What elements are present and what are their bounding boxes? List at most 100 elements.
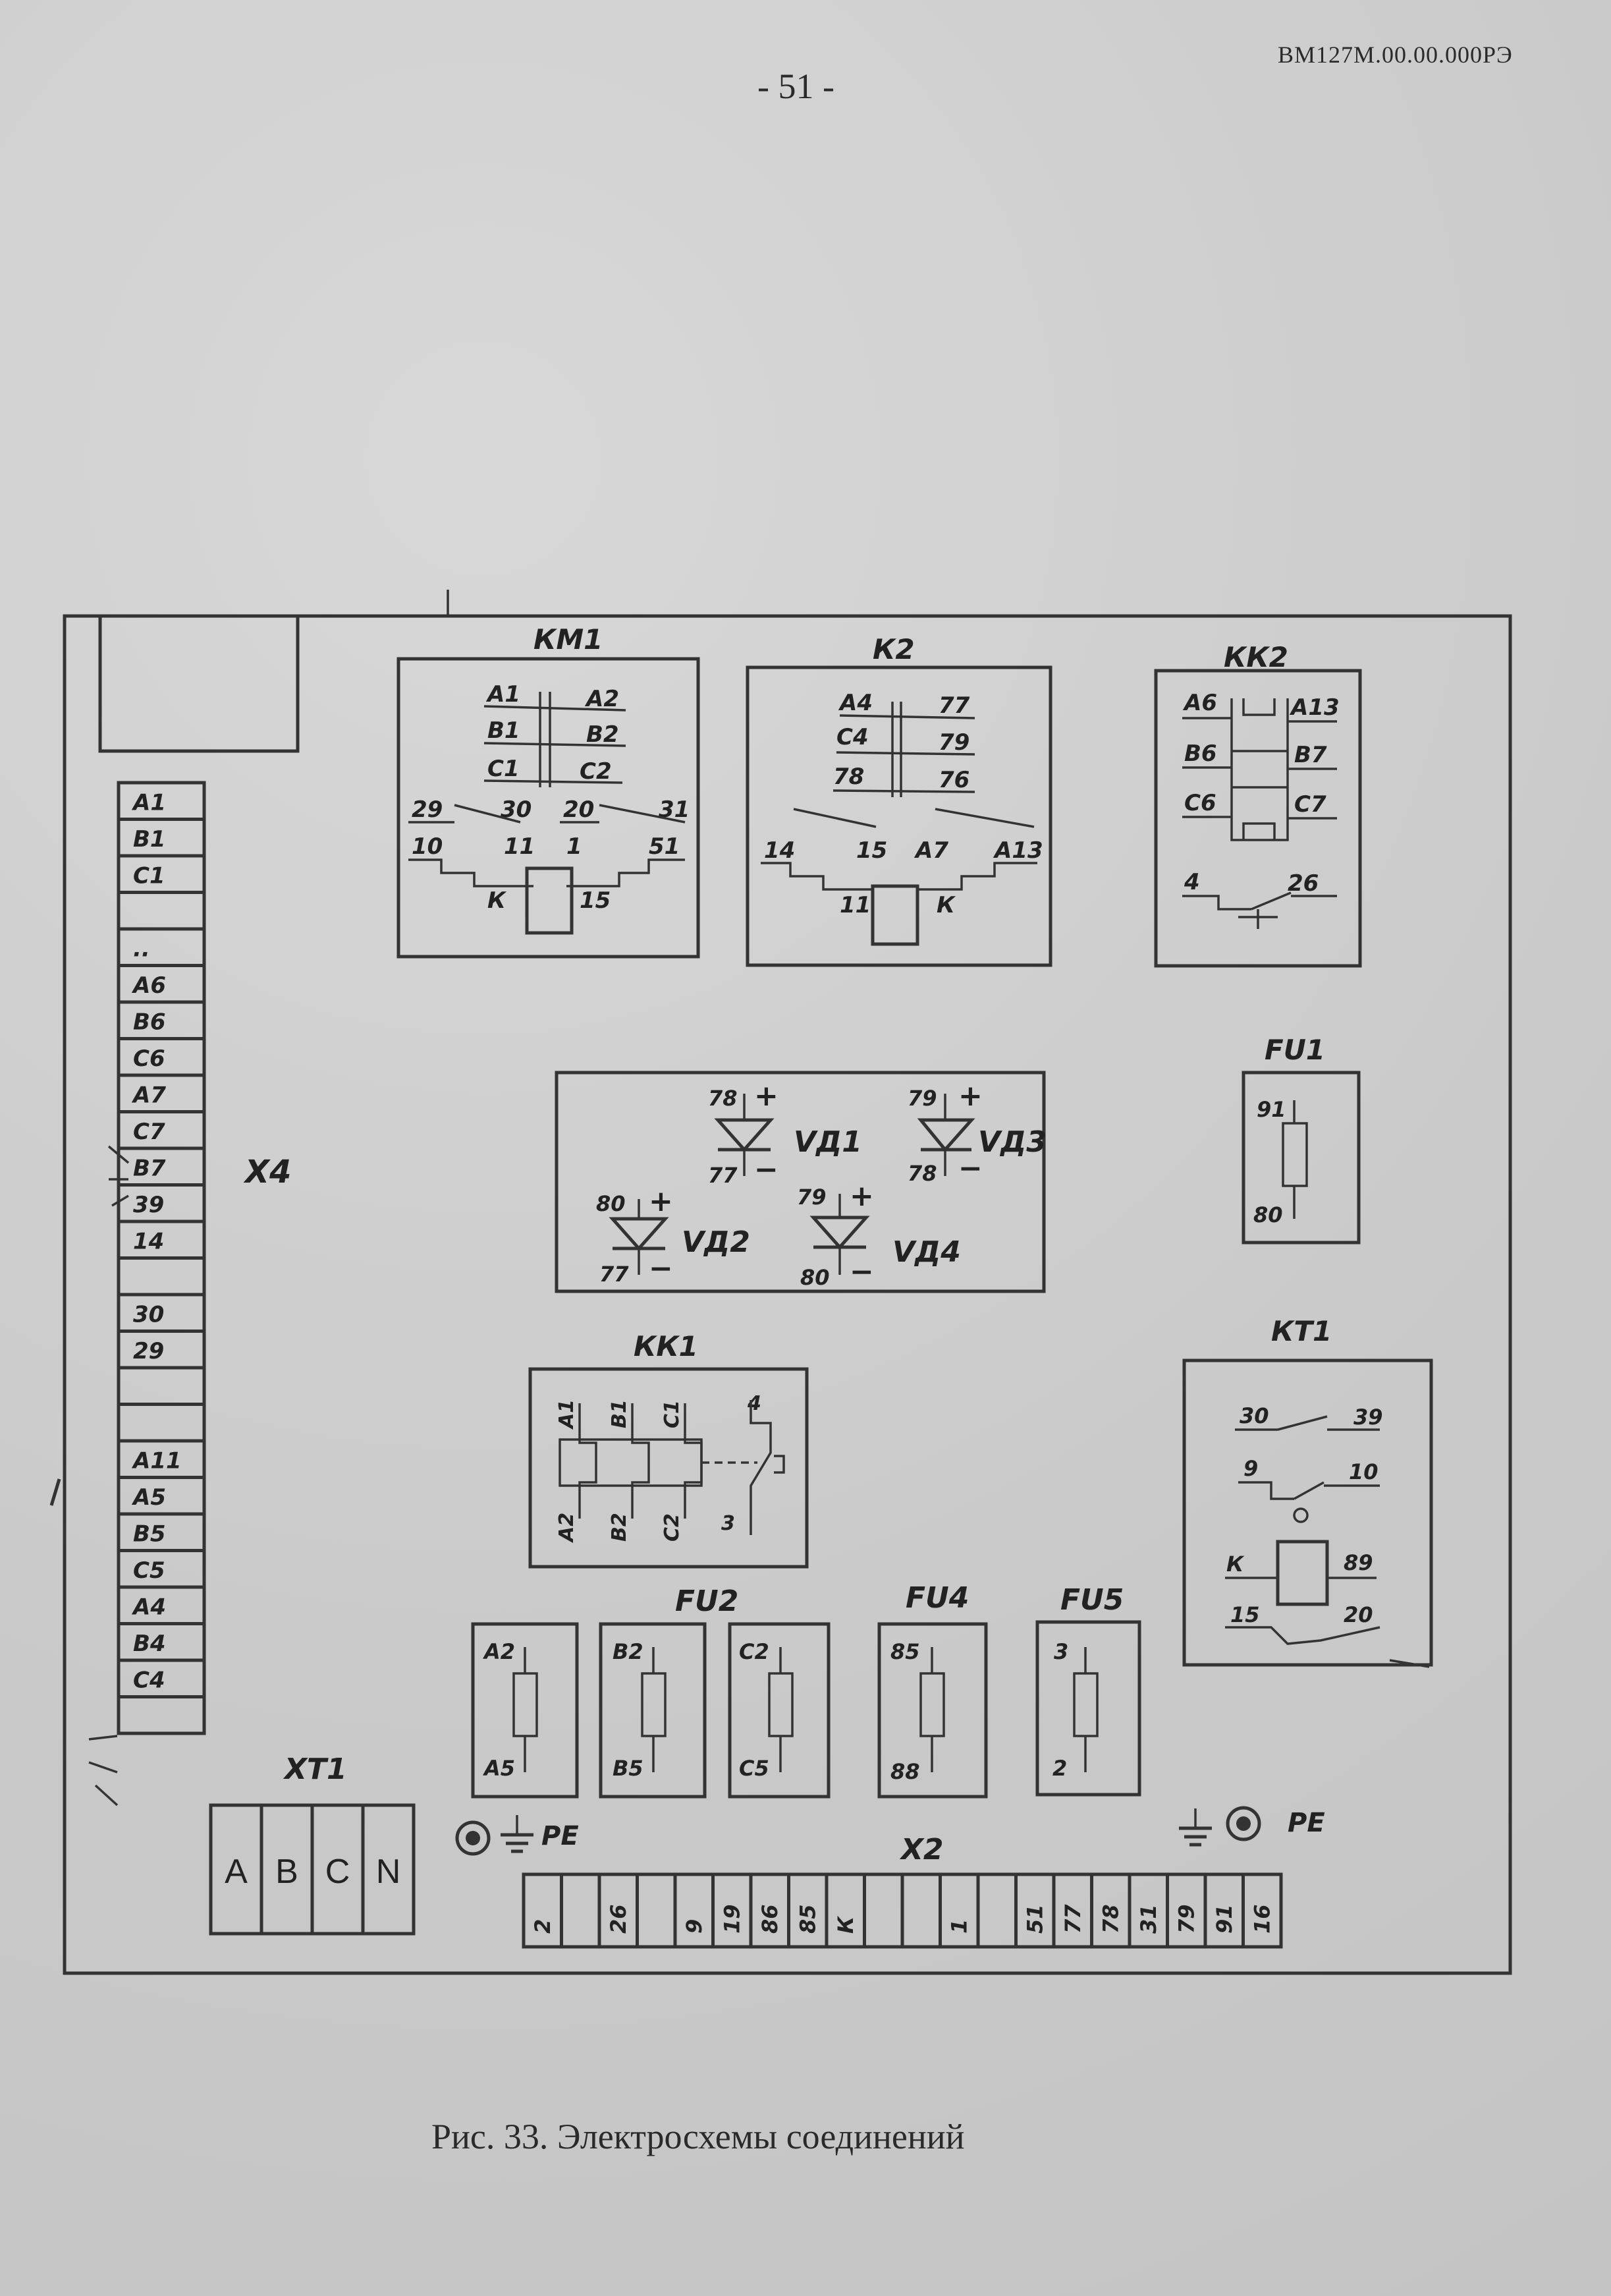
fu2-title: FU2 — [675, 1584, 738, 1618]
fu2-2-bottom: В5 — [613, 1756, 643, 1781]
fu5-title: FU5 — [1060, 1583, 1124, 1617]
kk2-a6: А6 — [1182, 690, 1217, 716]
km1-k: К — [487, 887, 507, 914]
km1-29: 29 — [412, 797, 443, 823]
x2-terminal-label: 51 — [1023, 1904, 1048, 1934]
fu4-bottom: 88 — [890, 1759, 920, 1784]
kk1-3: 3 — [721, 1512, 735, 1535]
fu5-fuse: 3 2 — [1035, 1620, 1141, 1797]
vd4-pin-plus: 79 — [797, 1185, 827, 1210]
x2-terminal-label: 16 — [1250, 1904, 1275, 1934]
xt1-label: ХТ1 — [283, 1752, 347, 1786]
kt1-20: 20 — [1344, 1602, 1373, 1627]
fu2-fuse-2: В2 В5 — [599, 1622, 707, 1799]
x2-terminal-label: 2 — [530, 1919, 555, 1934]
x4-terminal-strip: А1В1С1..А6В6С6А7С7В739143029А11А5В5С5А4В… — [117, 781, 206, 1735]
x4-terminal-label: А11 — [131, 1448, 182, 1474]
kk2-contacts: А6 А13 В6 В7 С6 С7 4 26 — [1182, 690, 1340, 897]
x2-terminal — [636, 1872, 677, 1949]
xt1-terminal-label: A — [225, 1853, 248, 1891]
kk2-26: 26 — [1288, 870, 1319, 897]
fu2-1-top: А2 — [482, 1639, 515, 1664]
vd2-plus-sign: + — [649, 1185, 673, 1218]
kk2-title: КК2 — [1224, 641, 1288, 673]
x4-terminal-label: В7 — [133, 1156, 166, 1182]
k2-78: 78 — [833, 764, 864, 790]
x2-terminal-label: 79 — [1174, 1904, 1199, 1934]
x4-terminal-label: .. — [133, 936, 150, 963]
x4-terminal-label: В5 — [133, 1521, 166, 1548]
km1-11: 11 — [504, 833, 535, 860]
k2-c4: С4 — [836, 724, 869, 750]
km1-51: 51 — [649, 833, 680, 860]
x4-terminal-label: С4 — [133, 1667, 165, 1694]
ground-left-icon — [455, 1815, 533, 1856]
x4-terminal-label: 14 — [133, 1229, 164, 1255]
fu2-1-bottom: А5 — [482, 1756, 515, 1781]
vd1-pin-plus: 78 — [708, 1086, 738, 1111]
kt1-39: 39 — [1353, 1405, 1383, 1430]
x2-terminal-label: 31 — [1136, 1904, 1161, 1934]
fu2-3-bottom: С5 — [739, 1756, 769, 1781]
km1-wires — [408, 692, 686, 935]
x4-terminal-label: А4 — [131, 1594, 166, 1621]
km1-15: 15 — [580, 887, 611, 914]
k2-15: 15 — [856, 837, 887, 864]
pe-right-label: PE — [1288, 1808, 1325, 1838]
xt1-terminal-label: N — [376, 1853, 401, 1891]
document-code: ВМ127М.00.00.000РЭ — [1278, 42, 1513, 68]
kt1-89: 89 — [1344, 1550, 1373, 1575]
kt1-k: К — [1226, 1552, 1245, 1577]
x2-terminal — [900, 1872, 942, 1949]
diode-vd2: 80 + 77 − VД2 — [596, 1185, 750, 1287]
x4-terminal-label: С1 — [133, 863, 165, 889]
pe-left-label: PE — [541, 1821, 579, 1851]
km1-a2: А2 — [584, 686, 619, 712]
x2-terminal — [976, 1872, 1018, 1949]
diode-vd1: 78 + 77 − VД1 — [708, 1079, 862, 1188]
x4-terminal — [117, 891, 206, 931]
vd3-pin-minus: 78 — [908, 1161, 937, 1186]
fu1-title: FU1 — [1265, 1034, 1325, 1066]
x2-terminal-label: 77 — [1060, 1904, 1085, 1934]
x2-terminal — [825, 1872, 866, 1949]
kk1-a1: А1 — [555, 1399, 578, 1430]
k2-wires — [761, 702, 1037, 946]
x4-terminal — [117, 1695, 206, 1735]
x2-label: Х2 — [899, 1833, 944, 1866]
xt1-terminal-label: C — [325, 1853, 350, 1891]
fu4-title: FU4 — [906, 1581, 969, 1615]
vd3-pin-plus: 79 — [908, 1086, 937, 1111]
k2-a13: А13 — [993, 837, 1043, 864]
km1-1: 1 — [566, 833, 582, 860]
k2-a7: А7 — [914, 837, 948, 864]
x4-terminal-label: В4 — [133, 1631, 166, 1657]
x2-terminal-label: 9 — [682, 1919, 707, 1934]
km1-contacts: А1 А2 В1 В2 С1 С2 29 30 20 31 10 11 1 51… — [412, 681, 690, 914]
fu1-80: 80 — [1253, 1202, 1283, 1227]
vd3-minus-sign: − — [958, 1152, 983, 1185]
vd2-pin-minus: 77 — [599, 1262, 629, 1287]
k2-title: К2 — [873, 633, 915, 665]
kk1-c1: С1 — [661, 1400, 684, 1428]
x4-terminal — [117, 1366, 206, 1406]
x4-terminal — [117, 927, 206, 967]
k2-k: К — [937, 892, 956, 918]
kk2-c6: С6 — [1184, 790, 1216, 816]
vd2-minus-sign: − — [649, 1252, 673, 1285]
vd1-label: VД1 — [794, 1125, 862, 1159]
km1-title: КМ1 — [533, 623, 603, 656]
fu5-top: 3 — [1054, 1639, 1068, 1664]
x2-terminal-label: 78 — [1099, 1904, 1124, 1934]
vd4-minus-sign: − — [850, 1255, 874, 1289]
kt1-9: 9 — [1243, 1456, 1258, 1481]
kk1-title: КК1 — [634, 1330, 698, 1362]
fu2-2-top: В2 — [613, 1639, 643, 1664]
fu2-3-top: С2 — [739, 1639, 769, 1664]
x2-terminal-label: 26 — [606, 1904, 631, 1934]
x4-terminal-label: В1 — [133, 826, 166, 853]
x4-terminal-label: 39 — [133, 1192, 164, 1218]
x4-terminal-label: А5 — [131, 1484, 166, 1511]
